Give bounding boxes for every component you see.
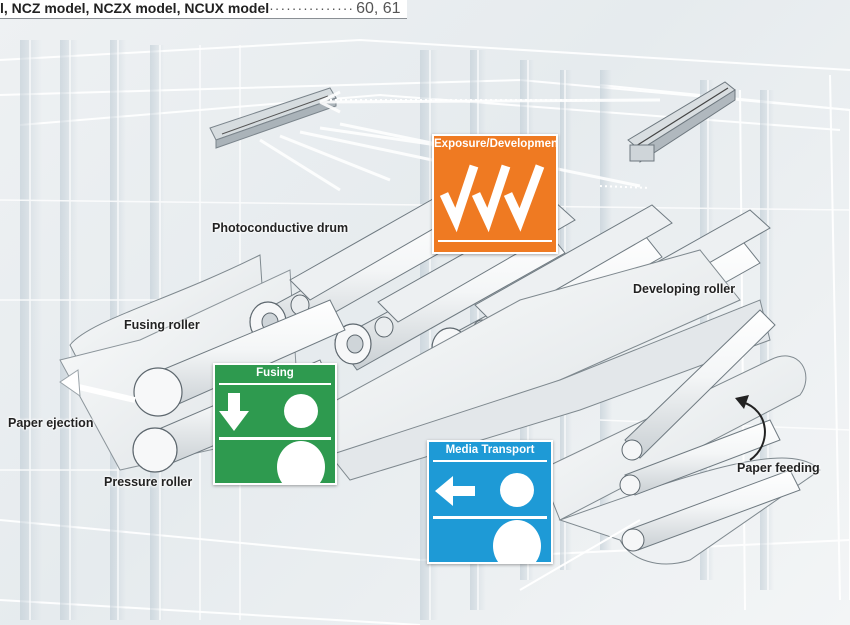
paper-ejection-label: Paper ejection <box>8 416 93 430</box>
exposure-badge-rule <box>438 240 552 242</box>
left-arrow-person-icon <box>429 462 551 562</box>
paper-feeding-label: Paper feeding <box>737 461 820 475</box>
fusing-badge: Fusing <box>213 363 337 485</box>
media-transport-badge: Media Transport <box>427 440 553 564</box>
model-list: l, NCZ model, NCZX model, NCUX model <box>0 0 269 16</box>
leader-dots: ··············· <box>269 0 354 16</box>
developing-roller-label: Developing roller <box>633 282 735 296</box>
page-numbers: 60, 61 <box>356 0 400 17</box>
mirror-unit <box>210 88 336 148</box>
exposure-development-badge: Exposure/Development <box>432 134 558 254</box>
page-reference-header: l, NCZ model, NCZX model, NCUX model····… <box>0 0 407 19</box>
exposure-badge-title: Exposure/Development <box>434 136 556 152</box>
media-badge-title: Media Transport <box>429 442 551 458</box>
down-arrow-person-icon <box>215 385 335 483</box>
check-marks-icon <box>434 154 556 234</box>
fusing-badge-title: Fusing <box>215 365 335 381</box>
photoconductive-drum-label: Photoconductive drum <box>212 221 348 235</box>
fusing-roller-label: Fusing roller <box>124 318 200 332</box>
pressure-roller-label: Pressure roller <box>104 475 192 489</box>
